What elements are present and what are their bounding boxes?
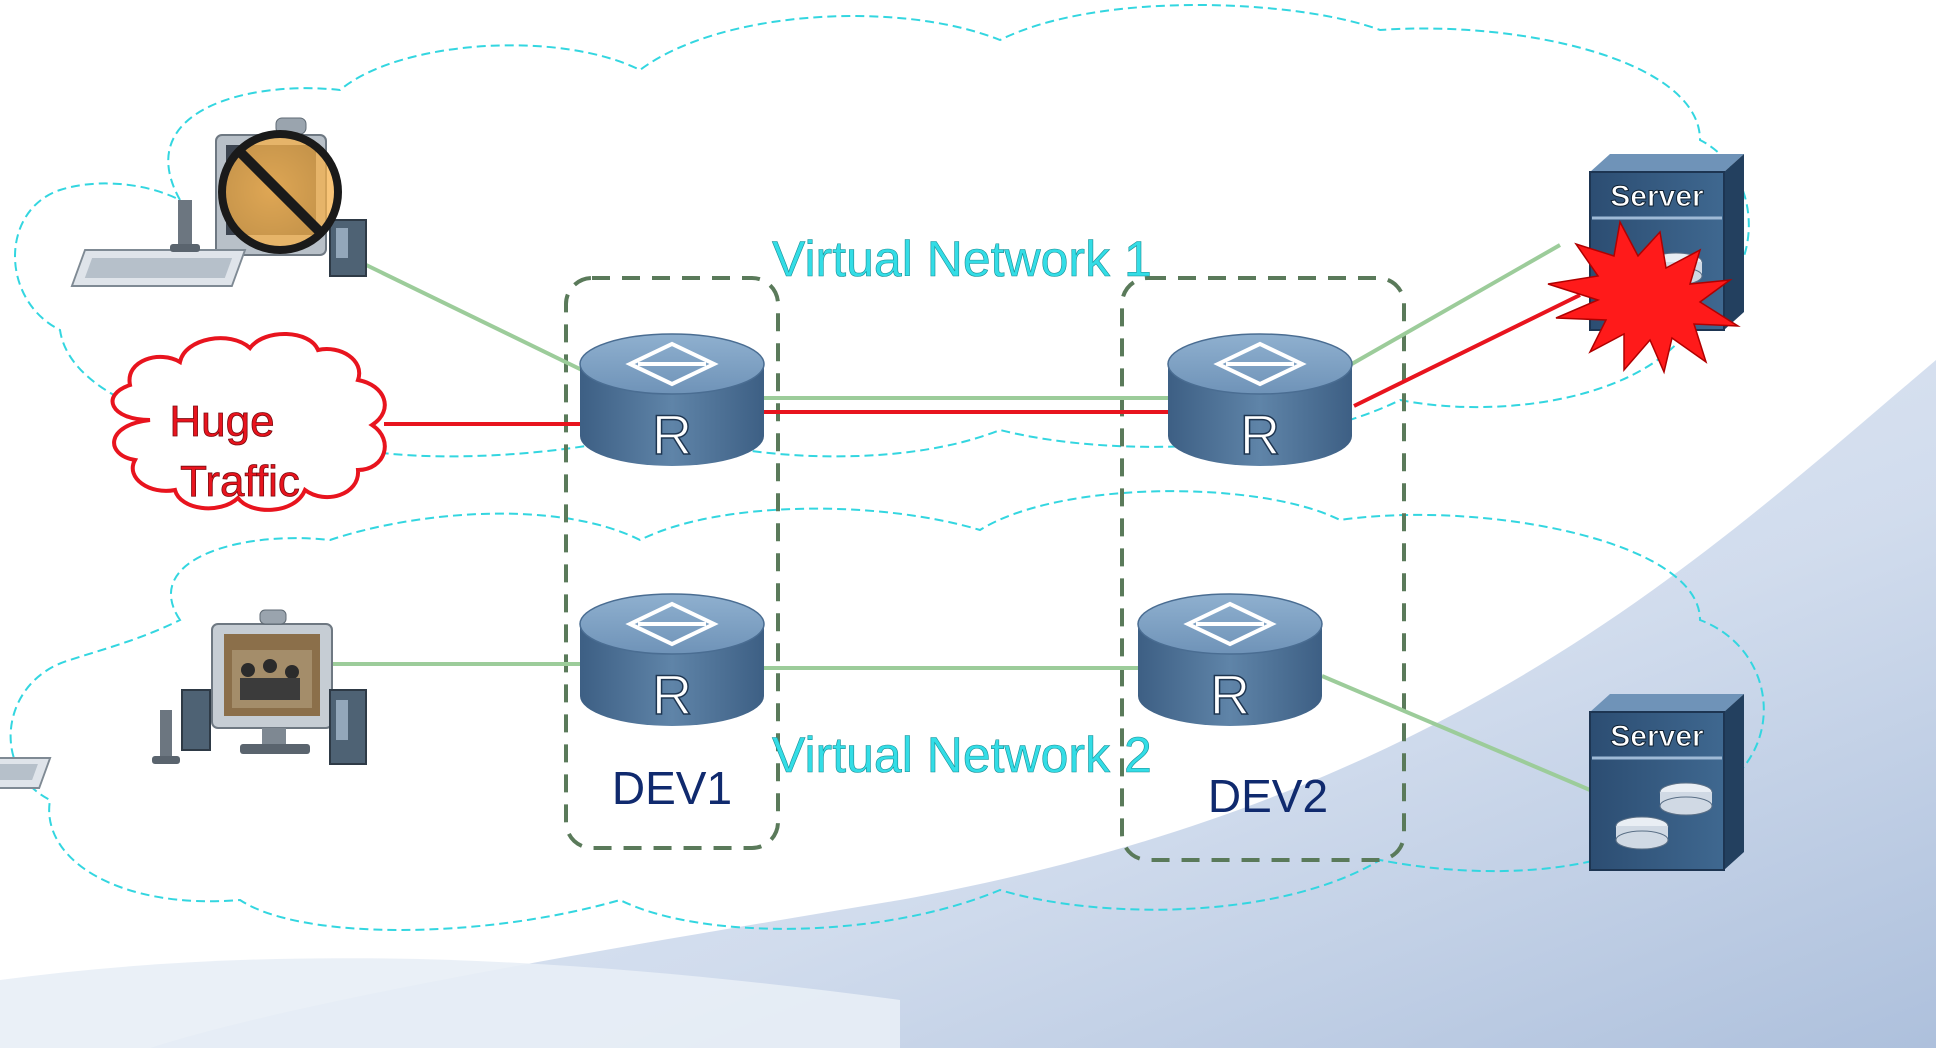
video-terminal-icon [0,609,367,789]
dev2-label: DEV2 [1208,770,1328,822]
link-dev2-server2 [1321,674,1591,792]
background-swoosh [0,360,1936,1048]
link-dev2-server1-red [1353,293,1581,408]
server-2: Server [1589,694,1744,871]
virtual-network-1-label: Virtual Network 1 [772,231,1152,287]
router-icon [579,333,765,466]
traffic-cloud-icon: Huge Traffic [110,332,387,512]
router-letter: R [652,403,692,466]
router-letter: R [652,663,692,726]
link-terminal1-dev1 [359,260,587,374]
router-letter: R [1240,403,1280,466]
link-dev2-server1-green [1349,243,1561,367]
explosion-icon [1547,219,1741,375]
cloud-virtual-network-1 [14,4,1750,458]
dev1-label: DEV1 [612,762,732,814]
router-icon [1167,333,1353,466]
router-dev1-vn2: R [579,593,765,727]
router-dev1-vn1: R [579,333,765,467]
huge-traffic-label-line1: Huge [169,397,274,446]
router-letter: R [1210,663,1250,726]
server-icon: Server [1589,694,1744,871]
dev1-boundary [564,276,780,850]
server-label: Server [1610,180,1704,213]
router-icon [1137,593,1323,726]
virtual-network-2-label: Virtual Network 2 [772,727,1152,783]
server-label: Server [1610,720,1704,753]
server-1: Server [1547,154,1744,375]
router-dev2-vn2: R [1137,593,1323,727]
router-dev2-vn1: R [1167,333,1353,467]
huge-traffic-label-line2: Traffic [180,457,300,506]
router-icon [579,593,765,726]
video-terminal-blocked-icon [70,117,367,287]
